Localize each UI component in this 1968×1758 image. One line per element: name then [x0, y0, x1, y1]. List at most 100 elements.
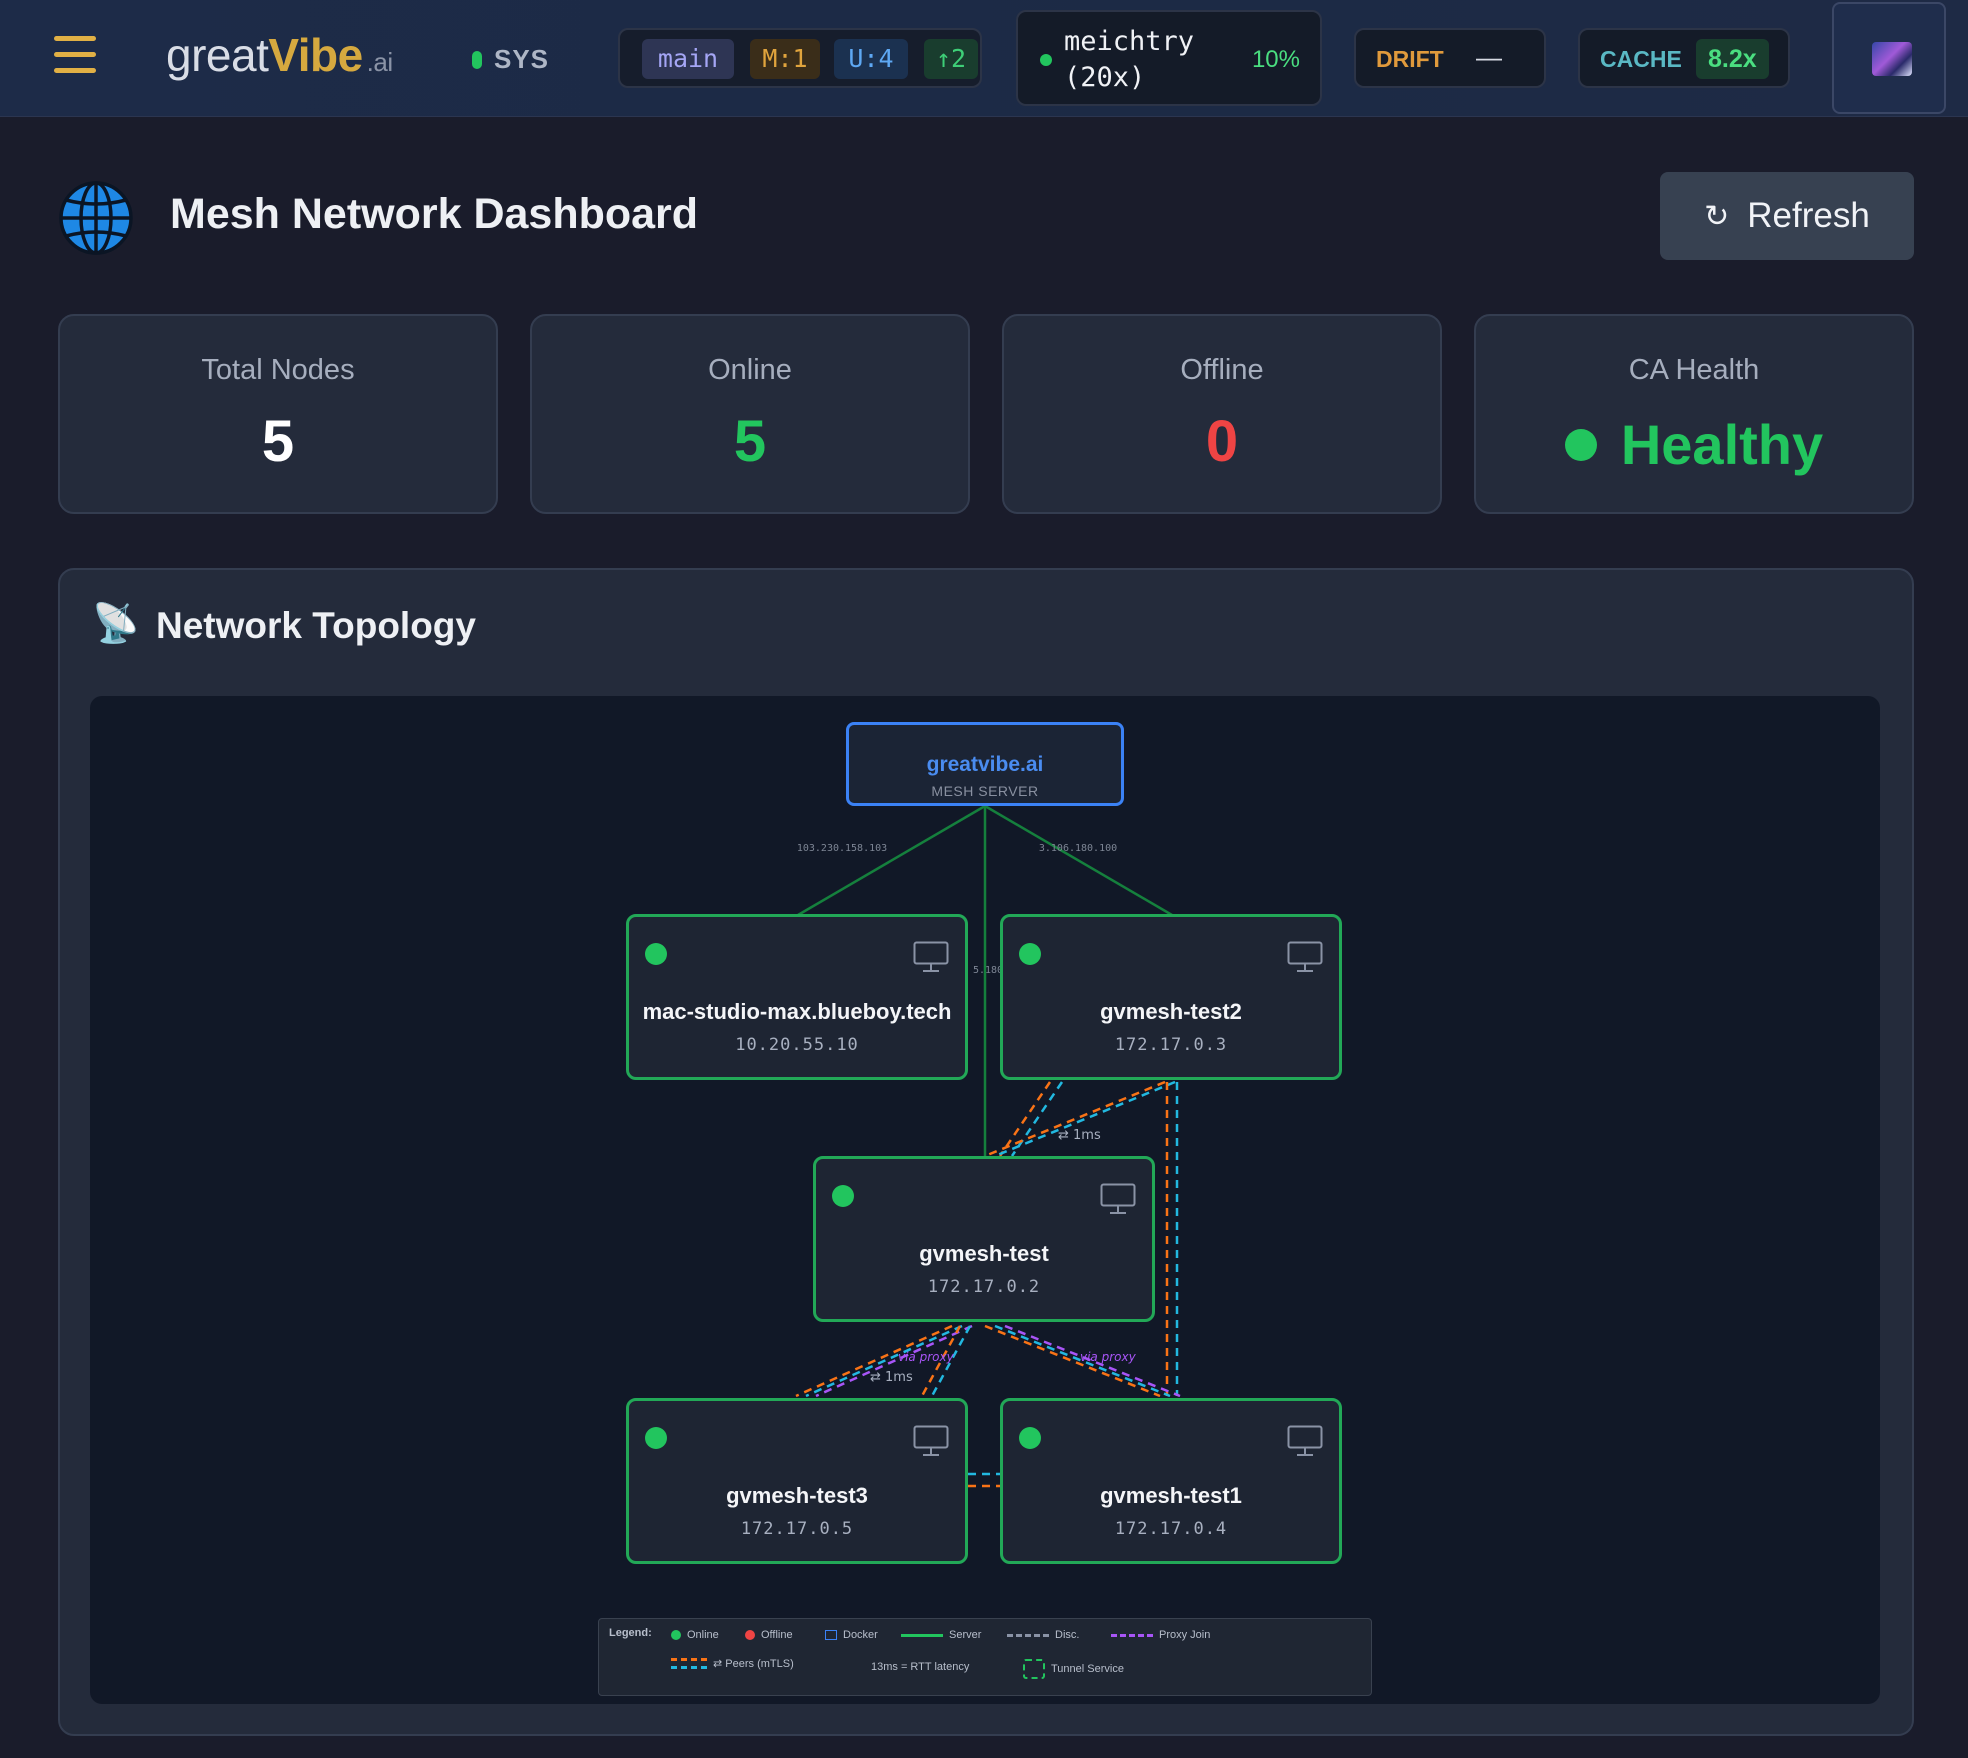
mesh-node-gvmesh-test3[interactable]: gvmesh-test3 172.17.0.5: [626, 1398, 968, 1564]
node-ip: 10.20.55.10: [735, 1035, 859, 1055]
peer-edge: [984, 1080, 1166, 1158]
top-bar: greatVibe.ai SYS main M:1 U:4 ↑2 meichtr…: [0, 0, 1968, 117]
node-name: gvmesh-test: [919, 1241, 1049, 1266]
user-online-dot-icon: [1040, 54, 1052, 66]
avatar-image: [1872, 42, 1912, 76]
legend-peers: ⇄ Peers (mTLS): [671, 1657, 794, 1670]
peer-latency-top: ⇄ 1ms: [1058, 1128, 1101, 1143]
peer-edge: [795, 1324, 953, 1398]
drift-label: DRIFT: [1376, 46, 1444, 72]
sys-status-dot-icon: [472, 50, 482, 69]
legend-server-line-icon: [901, 1633, 943, 1637]
drift-indicator[interactable]: DRIFT —: [1354, 28, 1546, 88]
online-status-dot-icon: [645, 943, 667, 965]
legend-disc: Disc.: [1007, 1629, 1079, 1641]
stat-value: 5: [261, 409, 295, 474]
node-name: gvmesh-test2: [1100, 999, 1242, 1024]
legend-tunnel-box-icon: [1023, 1659, 1045, 1679]
hamburger-menu-icon[interactable]: [54, 36, 96, 78]
topology-legend: Legend: Online Offline Docker Server Dis…: [598, 1618, 1372, 1696]
node-name: gvmesh-test3: [726, 1483, 868, 1508]
drift-value: —: [1476, 42, 1502, 72]
git-untracked-chip: U:4: [834, 39, 908, 79]
git-modified-chip: M:1: [750, 39, 820, 79]
stat-label: Total Nodes: [201, 354, 355, 386]
sys-status[interactable]: SYS: [472, 44, 549, 75]
user-name: meichtry (20x): [1064, 26, 1195, 93]
peer-edge: [994, 1080, 1176, 1158]
legend-proxy-join: Proxy Join: [1111, 1629, 1210, 1641]
online-status-dot-icon: [1019, 943, 1041, 965]
peer-latency-bottom: ⇄ 1ms: [870, 1370, 913, 1385]
peer-edge: [998, 1081, 1052, 1157]
node-ip: 172.17.0.4: [1114, 1519, 1228, 1539]
proxy-label-right: via proxy: [1080, 1350, 1137, 1364]
globe-icon: [59, 181, 133, 255]
stat-value: 5: [733, 409, 767, 474]
server-subtitle: MESH SERVER: [931, 783, 1039, 799]
legend-title: Legend:: [609, 1627, 652, 1639]
peer-edge: [984, 1324, 1161, 1398]
cache-indicator[interactable]: CACHE 8.2x: [1578, 28, 1790, 88]
node-ip: 172.17.0.5: [740, 1519, 854, 1539]
refresh-icon: ↻: [1704, 199, 1730, 233]
health-dot-icon: [1564, 428, 1597, 461]
refresh-label: Refresh: [1747, 196, 1870, 235]
proxy-edge: [1004, 1324, 1181, 1398]
mesh-node-gvmesh-test1[interactable]: gvmesh-test1 172.17.0.4: [1000, 1398, 1342, 1564]
git-status[interactable]: main M:1 U:4 ↑2: [618, 28, 982, 88]
monitor-icon: [1287, 1425, 1323, 1456]
proxy-edge: [815, 1324, 973, 1398]
avatar[interactable]: [1832, 2, 1946, 114]
mesh-node-gvmesh-test[interactable]: gvmesh-test 172.17.0.2: [813, 1156, 1155, 1322]
legend-server: Server: [901, 1629, 981, 1641]
stat-label: Offline: [1180, 354, 1264, 386]
server-edge: [984, 804, 1173, 917]
monitor-icon: [1100, 1183, 1136, 1214]
legend-online: Online: [671, 1629, 719, 1641]
stat-label: Online: [708, 354, 792, 386]
edge-label-mid: 5.180: [973, 965, 1003, 976]
node-name: gvmesh-test1: [1100, 1483, 1242, 1508]
ca-health-status: Healthy: [1476, 412, 1912, 477]
proxy-label-left: via proxy: [898, 1350, 955, 1364]
mesh-node-mac-studio[interactable]: mac-studio-max.blueboy.tech 10.20.55.10: [626, 914, 968, 1080]
legend-disc-line-icon: [1007, 1633, 1049, 1637]
stat-value: 0: [1205, 409, 1239, 474]
brand-logo[interactable]: greatVibe.ai: [166, 29, 393, 81]
peer-edge: [994, 1324, 1171, 1398]
edge-label-right: 3.106.180.100: [1039, 843, 1117, 854]
refresh-button[interactable]: ↻ Refresh: [1660, 172, 1914, 260]
online-status-dot-icon: [1019, 1427, 1041, 1449]
stat-card-offline: Offline 0: [1002, 314, 1442, 514]
user-usage[interactable]: meichtry (20x) 10%: [1016, 10, 1322, 106]
monitor-icon: [1287, 941, 1323, 972]
page-title: Mesh Network Dashboard: [170, 190, 699, 238]
legend-proxy-line-icon: [1111, 1633, 1153, 1637]
legend-offline-dot-icon: [745, 1630, 755, 1640]
stat-card-total-nodes: Total Nodes 5: [58, 314, 498, 514]
stat-label: CA Health: [1628, 354, 1760, 386]
node-ip: 172.17.0.2: [927, 1277, 1041, 1297]
server-edge: [797, 804, 986, 917]
node-name: mac-studio-max.blueboy.tech: [642, 999, 952, 1024]
monitor-icon: [913, 1425, 949, 1456]
legend-peers-line-icon: [671, 1658, 707, 1669]
git-ahead-chip: ↑2: [924, 39, 978, 79]
mesh-server-node[interactable]: greatvibe.ai MESH SERVER: [846, 722, 1124, 806]
peer-edge: [805, 1324, 963, 1398]
server-name: greatvibe.ai: [926, 753, 1044, 776]
cache-label: CACHE: [1600, 46, 1682, 72]
stat-card-online: Online 5: [530, 314, 970, 514]
legend-online-dot-icon: [671, 1630, 681, 1640]
legend-docker: Docker: [825, 1629, 878, 1641]
satellite-dish-icon: 📡: [92, 603, 140, 645]
mesh-node-gvmesh-test2[interactable]: gvmesh-test2 172.17.0.3: [1000, 914, 1342, 1080]
topology-edges: 103.230.158.103 3.106.180.100 5.180 ⇄ 1m…: [795, 804, 1181, 1488]
user-usage-percent: 10%: [1251, 46, 1300, 73]
legend-rtt: 13ms = RTT latency: [871, 1661, 970, 1673]
cache-value: 8.2x: [1696, 39, 1769, 79]
online-status-dot-icon: [645, 1427, 667, 1449]
edge-label-left: 103.230.158.103: [797, 843, 887, 854]
legend-offline: Offline: [745, 1629, 793, 1641]
